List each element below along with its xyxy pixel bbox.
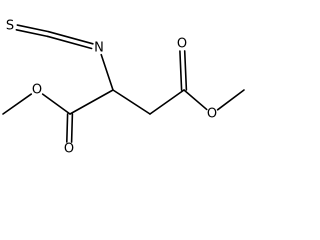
bond-n1-c_alpha	[100, 53, 114, 91]
atom-label-o_carbonyl2: O	[177, 37, 187, 52]
bond-s1-c_ncs-line-2	[16, 24, 50, 33]
bond-layer	[2, 24, 245, 143]
atom-label-layer: S N O O O O	[6, 19, 217, 157]
atom-label-o_ether1: O	[32, 83, 42, 98]
atom-label-s1: S	[6, 19, 14, 34]
atom-label-n1: N	[94, 41, 104, 56]
molecule-diagram: S N O O O O	[2, 19, 245, 157]
bond-c_ester1-o_carbonyl1-line-2	[70, 113, 74, 143]
bond-c_alpha-c_ch2	[112, 89, 151, 115]
structure-canvas: S N O O O O	[2, 19, 245, 157]
bond-c_ncs-n1-line-1	[46, 35, 93, 50]
bond-c_ch2-c_ester2	[149, 89, 185, 115]
bond-c_ester2-o_carbonyl2-line-1	[183, 50, 188, 91]
bond-c_ester1-o_ether1	[41, 93, 71, 115]
bond-c_alpha-c_ester1	[69, 89, 114, 115]
bond-o_ether1-c_methyl1	[2, 93, 33, 115]
atom-label-o_ether2: O	[207, 107, 217, 122]
bond-o_ether2-c_methyl2	[216, 89, 245, 111]
bond-c_ester2-o_ether2	[183, 89, 208, 111]
bond-c_ncs-n1-line-2	[47, 30, 94, 45]
atom-label-o_carbonyl1: O	[64, 142, 74, 157]
bond-c_ester1-o_carbonyl1-line-1	[66, 113, 69, 143]
bond-c_ester2-o_carbonyl2-line-2	[179, 50, 183, 91]
bond-s1-c_ncs-line-1	[15, 28, 49, 38]
